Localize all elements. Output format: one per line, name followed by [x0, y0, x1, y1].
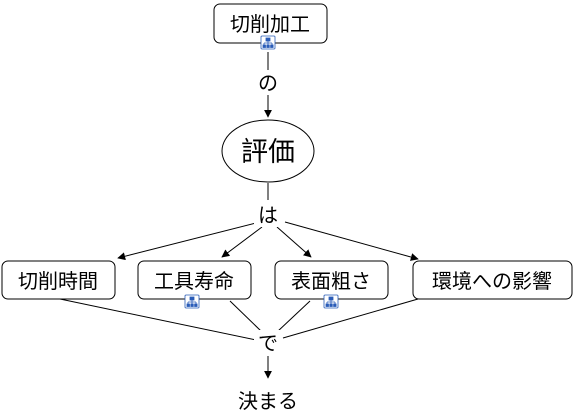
edge-surface-roughness-to-de — [276, 300, 311, 333]
concept-surface-roughness-label: 表面粗さ — [291, 269, 371, 293]
edge-cutting-time-to-de — [59, 298, 257, 341]
concept-determined-label: 決まる — [238, 389, 298, 413]
concept-surface-roughness[interactable]: 表面粗さ — [274, 260, 389, 300]
concept-determined[interactable]: 決まる — [238, 389, 298, 413]
concept-cutting-label: 切削加工 — [230, 12, 310, 36]
link-icon[interactable] — [260, 35, 276, 50]
edge-wa-to-surface-roughness — [276, 226, 312, 258]
link-phrase-de: で — [258, 331, 278, 355]
concept-cutting-time[interactable]: 切削時間 — [1, 260, 116, 300]
concept-evaluation[interactable]: 評価 — [221, 119, 315, 183]
edge-wa-to-environment — [284, 221, 419, 261]
link-phrase-wa: は — [258, 203, 278, 227]
concept-environment-label: 環境への影響 — [432, 269, 552, 293]
concept-cutting[interactable]: 切削加工 — [213, 3, 328, 44]
concept-tool-life-label: 工具寿命 — [154, 269, 234, 293]
edge-tool-life-to-de — [229, 300, 263, 333]
concept-cutting-time-label: 切削時間 — [18, 269, 98, 293]
link-icon[interactable] — [184, 294, 200, 309]
link-phrase-no: の — [258, 71, 278, 95]
connectors — [59, 52, 419, 379]
edge-wa-to-cutting-time — [117, 222, 257, 261]
edge-environment-to-de — [282, 298, 419, 339]
link-icon[interactable] — [323, 294, 339, 309]
edge-wa-to-tool-life — [221, 226, 263, 258]
concept-evaluation-label: 評価 — [241, 137, 295, 168]
concept-tool-life[interactable]: 工具寿命 — [137, 260, 252, 300]
concept-environment[interactable]: 環境への影響 — [412, 260, 573, 300]
